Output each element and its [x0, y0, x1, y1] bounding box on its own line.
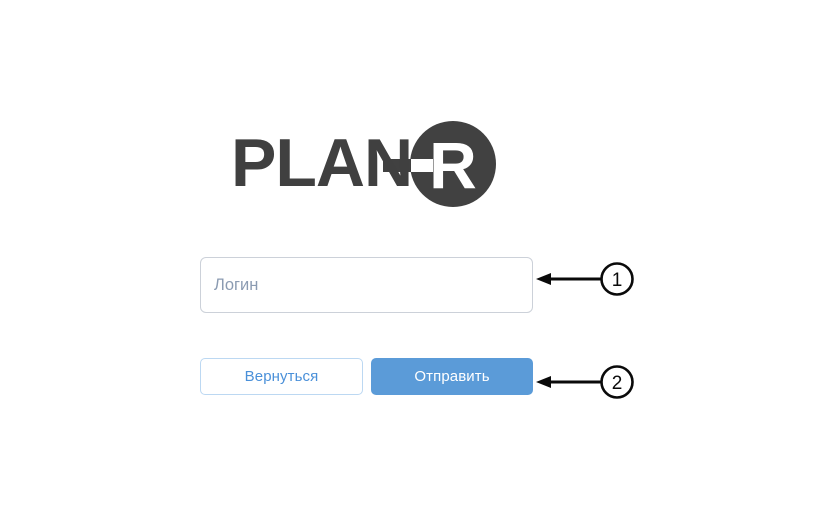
logo-letter-r: R	[429, 128, 477, 202]
submit-button[interactable]: Отправить	[371, 358, 533, 395]
plan-r-logo-graphic: PLAN R	[231, 121, 496, 207]
annotation-2-circle	[600, 365, 634, 399]
logo-wordmark: PLAN	[231, 125, 412, 201]
plan-r-logo: PLAN R	[231, 120, 501, 212]
annotation-callout-1: 1	[533, 258, 643, 300]
annotation-1-number: 1	[612, 270, 623, 291]
logo-circle-shape	[410, 121, 496, 207]
annotation-2-arrow-head-icon	[536, 376, 551, 388]
submit-button-label: Отправить	[414, 368, 490, 385]
login-input[interactable]	[200, 257, 533, 313]
annotation-1-arrow-head-icon	[536, 273, 551, 285]
annotation-2-graphic: 2	[536, 365, 634, 399]
annotation-1-circle	[600, 262, 634, 296]
annotation-2-number: 2	[612, 373, 623, 394]
annotation-1-graphic: 1	[536, 262, 634, 296]
annotation-callout-2: 2	[533, 361, 643, 403]
logo-hyphen-notch-icon	[411, 159, 433, 172]
back-button-label: Вернуться	[244, 368, 319, 385]
back-button[interactable]: Вернуться	[200, 358, 363, 395]
